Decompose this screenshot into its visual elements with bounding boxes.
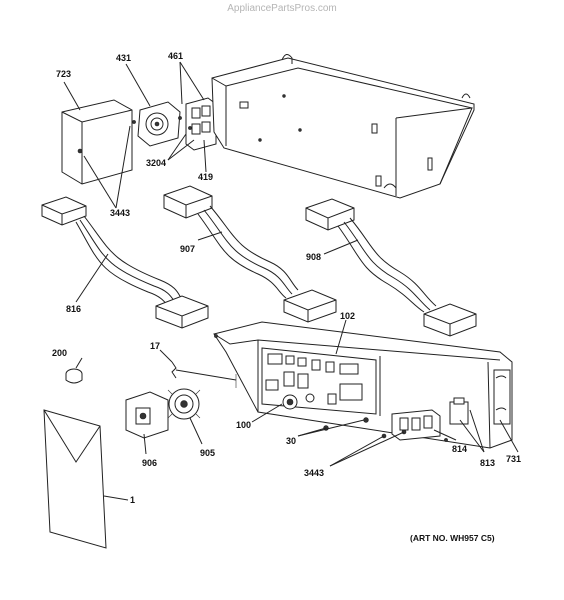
callout-1: 1 xyxy=(130,495,135,505)
part-814-relay-assembly[interactable] xyxy=(391,409,441,441)
part-419-relay-block[interactable] xyxy=(132,97,217,151)
callout-908: 908 xyxy=(306,252,321,262)
part-723-cover-box[interactable] xyxy=(61,99,133,185)
callout-102: 102 xyxy=(340,311,355,321)
callout-3443-lower: 3443 xyxy=(304,468,324,478)
callout-723: 723 xyxy=(56,69,71,79)
part-907-wire-harness[interactable] xyxy=(163,185,337,323)
callout-419: 419 xyxy=(198,172,213,182)
callout-813: 813 xyxy=(480,458,495,468)
part-813-switch[interactable] xyxy=(444,397,469,442)
part-17-clip[interactable] xyxy=(171,361,237,388)
callout-814: 814 xyxy=(452,444,467,454)
part-431-motor-plate[interactable] xyxy=(137,101,181,147)
control-chassis-bracket[interactable] xyxy=(211,54,475,199)
part-906-switch-housing[interactable] xyxy=(125,391,169,439)
callout-labels: 723 431 461 3204 419 3443 907 908 816 10… xyxy=(52,51,521,505)
watermark-text: AppliancePartsPros.com xyxy=(227,3,337,14)
callout-731: 731 xyxy=(506,454,521,464)
part-102-control-board[interactable] xyxy=(261,347,377,415)
part-200-knob[interactable] xyxy=(65,368,83,384)
callout-100: 100 xyxy=(236,420,251,430)
part-908-wire-harness[interactable] xyxy=(305,198,477,337)
callout-3204: 3204 xyxy=(146,158,166,168)
callout-431: 431 xyxy=(116,53,131,63)
callout-816: 816 xyxy=(66,304,81,314)
callout-906: 906 xyxy=(142,458,157,468)
callout-461: 461 xyxy=(168,51,183,61)
callout-30: 30 xyxy=(286,436,296,446)
callout-907: 907 xyxy=(180,244,195,254)
callout-200: 200 xyxy=(52,348,67,358)
art-number: (ART NO. WH957 C5) xyxy=(410,533,495,543)
part-905-rotary-switch[interactable] xyxy=(167,388,201,420)
callout-905: 905 xyxy=(200,448,215,458)
part-816-wire-harness[interactable] xyxy=(41,196,209,329)
callout-17: 17 xyxy=(150,341,160,351)
leader-lines xyxy=(63,61,519,501)
part-1-manual-sheet[interactable] xyxy=(43,409,107,549)
callout-3443-upper: 3443 xyxy=(110,208,130,218)
